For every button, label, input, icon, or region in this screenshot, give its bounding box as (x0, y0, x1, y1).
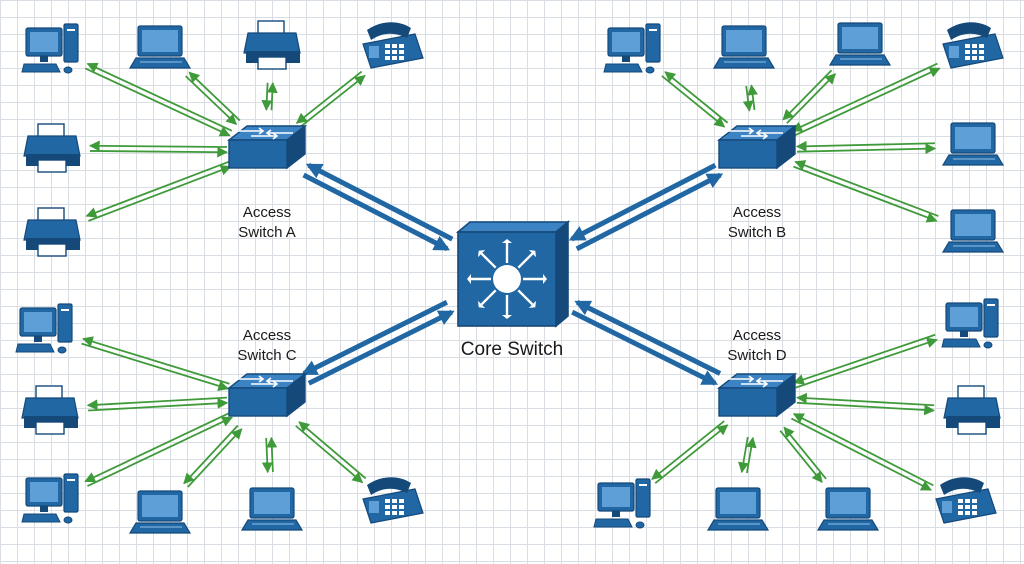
switch-a-device-4-phone-icon (362, 22, 424, 69)
link-switch-d-device-5-in (745, 436, 757, 474)
switch-a-device-5-printer-icon (23, 123, 81, 173)
switch-b-device-6-laptop-icon (941, 209, 1005, 253)
link-switch-c-device-6-out (295, 425, 364, 484)
uplink-core-to-switch-a-down (302, 172, 451, 252)
switch-a-device-2-laptop-icon (128, 25, 192, 69)
link-switch-a-device-5-in (89, 146, 229, 158)
switch-b-device-4-phone-icon (942, 22, 1004, 69)
link-switch-c-device-3-in (87, 416, 233, 487)
link-switch-a-device-3-in (261, 82, 273, 112)
link-switch-b-device-4-out (794, 67, 941, 137)
link-switch-b-device-6-in (794, 160, 939, 217)
switch-d-device-1-desktop-icon (941, 298, 999, 349)
link-switch-d-device-1-in (793, 333, 936, 385)
switch-b-device-1-desktop-icon (603, 23, 661, 74)
link-switch-b-device-2-out (747, 84, 758, 111)
switch-a-device-6-printer-icon (23, 207, 81, 257)
link-switch-c-device-2-in (88, 397, 229, 412)
link-switch-b-device-3-out (786, 73, 837, 124)
link-switch-a-device-5-out (88, 140, 228, 152)
uplink-core-to-switch-b-down (568, 163, 717, 242)
switch-c-device-1-desktop-icon (15, 303, 73, 354)
link-switch-a-device-4-in (295, 70, 363, 124)
link-switch-c-device-3-out (84, 411, 231, 483)
link-switch-a-device-2-in (185, 75, 238, 126)
link-switch-c-device-5-in (266, 436, 278, 472)
switch-c-device-2-printer-icon (21, 385, 79, 435)
switch-b-device-2-laptop-icon (712, 25, 776, 69)
link-switch-d-device-4-in (783, 426, 827, 480)
core-switch-icon (455, 220, 571, 328)
link-switch-b-device-4-in (791, 62, 938, 132)
access-switch-a-label: Access Switch A (238, 204, 296, 241)
link-switch-b-device-3-in (782, 69, 833, 121)
access-switch-b-label: Access Switch B (727, 204, 787, 241)
link-switch-a-device-6-out (85, 160, 230, 218)
link-switch-b-device-5-in (795, 140, 935, 152)
link-switch-d-device-5-out (738, 436, 749, 474)
switch-c-device-4-laptop-icon (128, 490, 192, 534)
core-switch-label: Core Switch (460, 339, 564, 360)
link-switch-d-device-3-in (792, 413, 934, 487)
link-switch-d-device-6-out (651, 420, 725, 480)
link-switch-c-device-2-out (86, 396, 227, 411)
switch-b-device-5-laptop-icon (941, 122, 1005, 166)
link-switch-c-device-4-out (183, 424, 239, 485)
switch-c-device-3-desktop-icon (21, 473, 79, 524)
link-switch-b-device-6-out (793, 165, 938, 223)
link-switch-a-device-1-in (84, 67, 231, 137)
switch-d-device-6-desktop-icon (593, 478, 651, 529)
uplink-core-to-switch-b-up (575, 172, 724, 252)
link-switch-c-device-5-out (261, 438, 273, 474)
access-switch-d-icon (716, 372, 798, 418)
link-switch-c-device-1-out (82, 336, 230, 385)
link-switch-c-device-1-in (81, 342, 230, 392)
link-switch-d-device-4-out (779, 430, 823, 483)
switch-c-device-5-laptop-icon (240, 487, 304, 531)
switch-d-device-3-phone-icon (935, 477, 997, 524)
link-switch-d-device-2-out (796, 401, 935, 416)
switch-b-device-3-laptop-icon (828, 22, 892, 66)
access-switch-c-label: Access Switch C (237, 327, 297, 364)
switch-a-device-1-desktop-icon (21, 23, 79, 74)
uplink-core-to-switch-d-down (574, 300, 722, 376)
access-switch-b-icon (716, 124, 798, 170)
access-switch-d-label: Access Switch D (727, 327, 787, 364)
access-switch-c-icon (226, 372, 308, 418)
link-switch-c-device-6-in (298, 421, 367, 480)
link-switch-c-device-4-in (187, 428, 243, 488)
link-switch-b-device-5-out (797, 143, 937, 155)
access-switch-a-icon (226, 124, 308, 170)
switch-a-device-3-printer-icon (243, 20, 301, 70)
uplink-core-to-switch-d-up (571, 309, 719, 386)
link-switch-a-device-4-out (299, 74, 366, 128)
link-switch-a-device-1-out (86, 62, 233, 132)
switch-d-device-2-printer-icon (943, 385, 1001, 435)
switch-d-device-4-laptop-icon (816, 487, 880, 531)
uplink-core-to-switch-c-up (301, 300, 449, 376)
switch-d-device-5-laptop-icon (706, 487, 770, 531)
link-switch-b-device-2-in (742, 85, 754, 112)
link-switch-b-device-1-out (664, 71, 729, 124)
link-switch-b-device-1-in (661, 75, 726, 128)
link-switch-d-device-6-in (654, 424, 729, 484)
link-switch-a-device-6-in (88, 165, 232, 222)
link-switch-d-device-3-out (791, 417, 932, 491)
uplink-core-to-switch-a-up (305, 163, 454, 242)
uplink-core-to-switch-c-down (307, 309, 455, 386)
link-switch-d-device-1-out (795, 337, 938, 389)
link-switch-a-device-3-out (266, 82, 278, 111)
link-switch-d-device-2-in (796, 392, 935, 407)
switch-c-device-6-phone-icon (362, 477, 424, 524)
link-switch-a-device-2-out (188, 71, 241, 122)
